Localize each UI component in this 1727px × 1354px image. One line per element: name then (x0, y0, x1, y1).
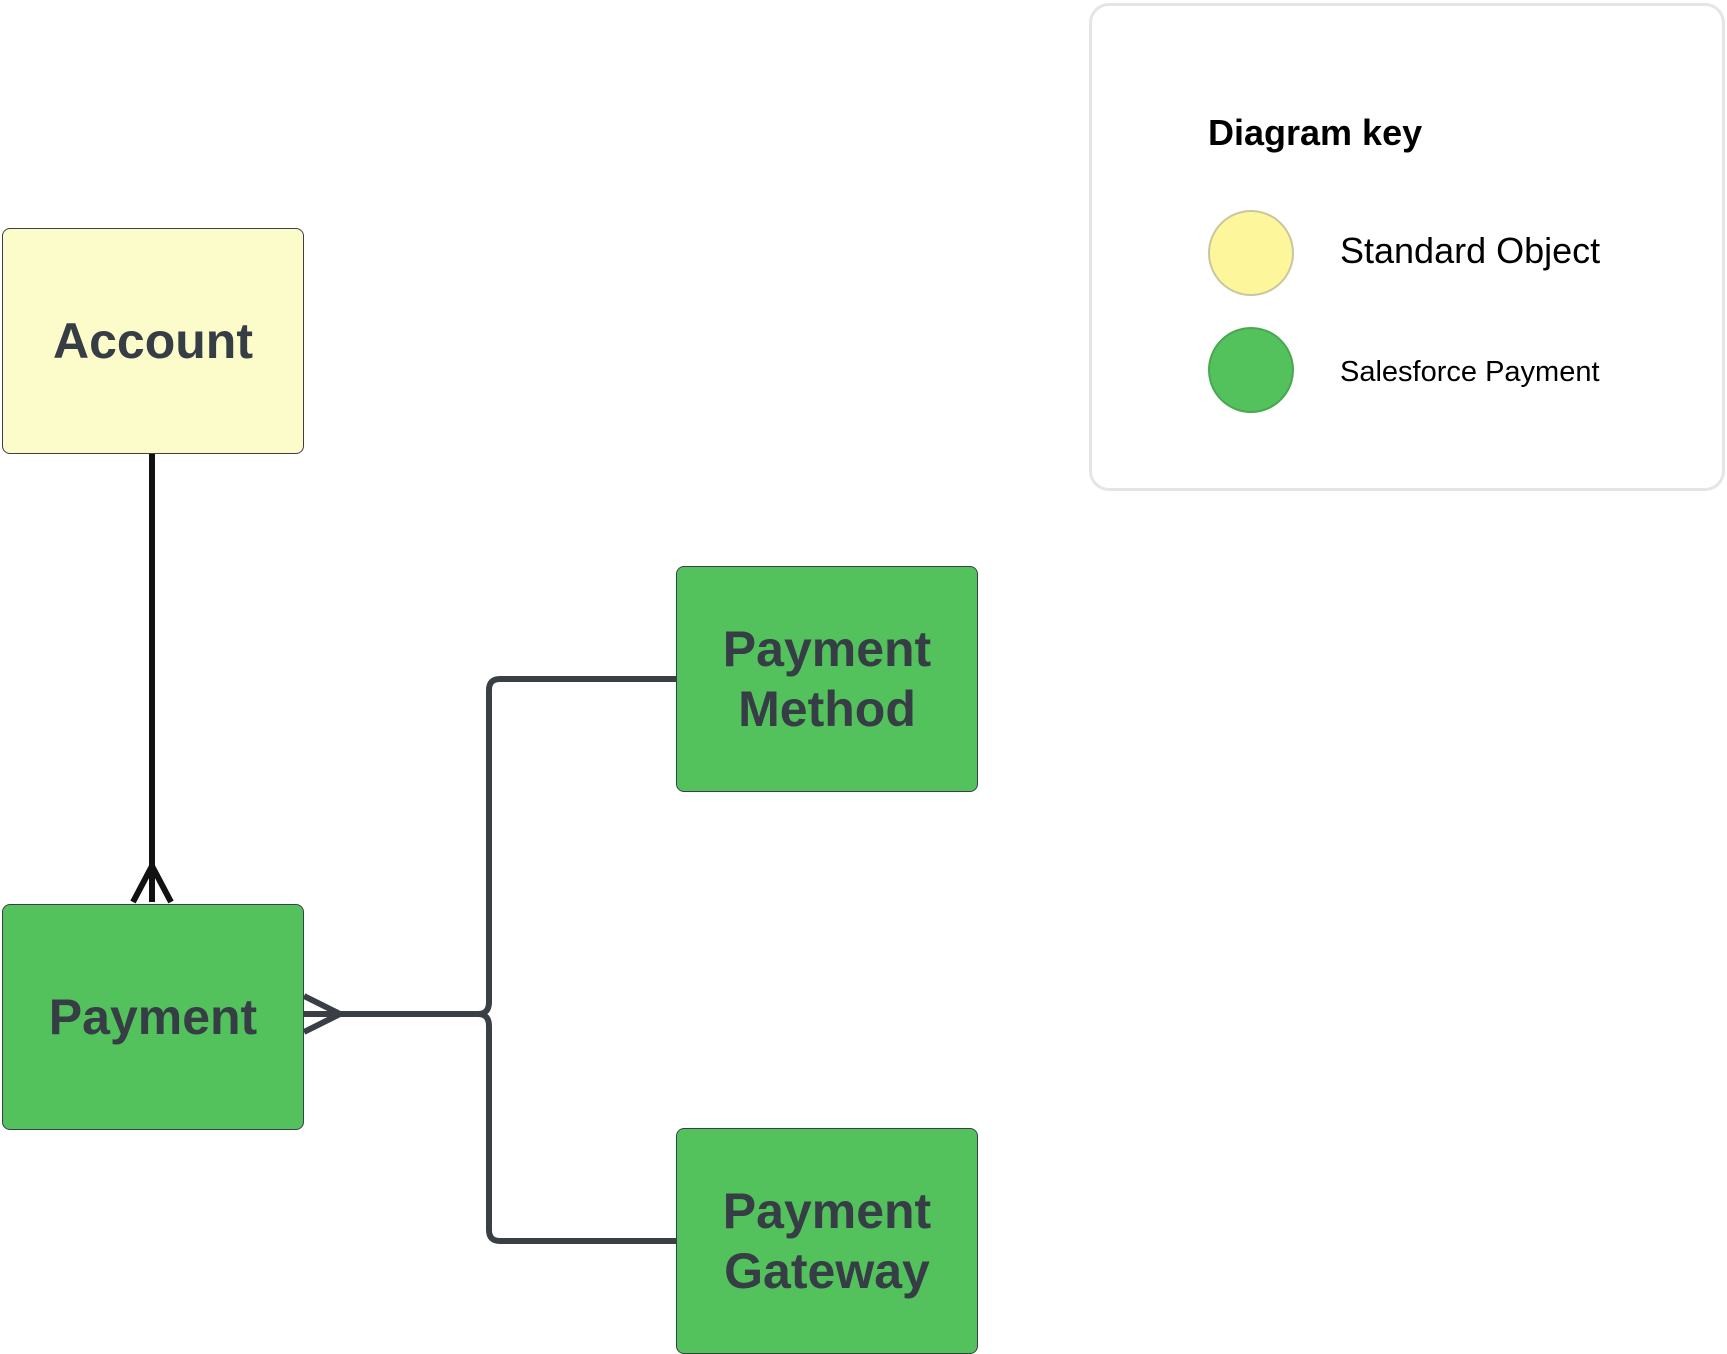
entity-payment[interactable]: Payment (2, 904, 304, 1130)
entity-payment-gateway-label: Payment Gateway (723, 1181, 931, 1301)
diagram-key-title: Diagram key (1208, 112, 1423, 153)
account-payment-relationship (130, 454, 174, 904)
diagram-key-panel: Diagram key Standard Object Salesforce P… (1089, 3, 1725, 491)
entity-payment-method-line1: Payment (722, 621, 932, 677)
payment-method-payment-relationship (340, 676, 676, 1017)
entity-payment-gateway-line1: Payment (722, 1183, 932, 1239)
entity-payment-method[interactable]: Payment Method (676, 566, 978, 792)
entity-account[interactable]: Account (2, 228, 304, 454)
entity-payment-method-line2: Method (738, 681, 916, 737)
payment-method-connector (340, 676, 676, 1017)
payment-gateway-connector (477, 1011, 676, 1244)
entity-payment-gateway-line2: Gateway (724, 1243, 930, 1299)
salesforce-payment-swatch-icon (1208, 327, 1294, 413)
entity-payment-gateway[interactable]: Payment Gateway (676, 1128, 978, 1354)
crowfoot-marker-account-payment (130, 859, 174, 904)
salesforce-payment-legend-label: Salesforce Payment (1340, 356, 1600, 388)
payment-gateway-payment-relationship (477, 1011, 676, 1244)
crowfoot-marker-payment-right (302, 993, 347, 1035)
standard-object-legend-label: Standard Object (1340, 230, 1601, 271)
entity-payment-label: Payment (48, 989, 258, 1045)
standard-object-swatch-icon (1208, 210, 1294, 296)
entity-payment-method-label: Payment Method (723, 619, 931, 739)
entity-account-label: Account (53, 313, 253, 369)
